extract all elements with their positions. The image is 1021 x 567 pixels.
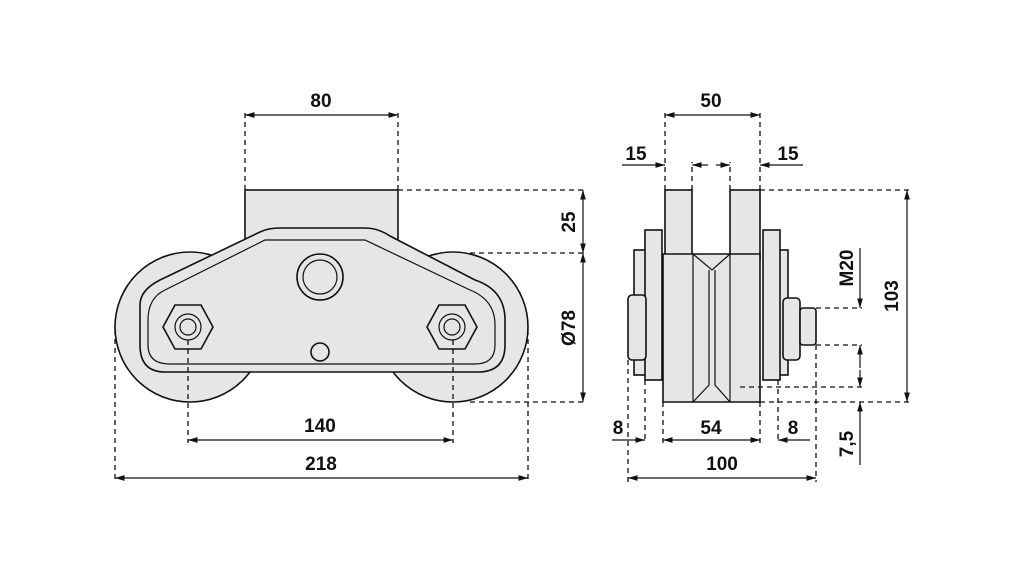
dim-15-left: 15	[625, 144, 647, 165]
dim-diameter: Ø78	[559, 310, 580, 346]
left-nut	[162, 304, 214, 350]
dim-80: 80	[310, 91, 331, 112]
dim-54: 54	[700, 418, 722, 439]
dim-8-right: 8	[788, 418, 799, 439]
right-nut-side	[782, 297, 801, 361]
dim-50: 50	[700, 91, 721, 112]
dim-103: 103	[882, 280, 903, 312]
right-plate	[729, 189, 761, 261]
dim-7-5: 7,5	[837, 430, 858, 457]
side-view: 50 15 15 103 M20 7,5 8 54 8 100	[612, 91, 910, 482]
dim-25: 25	[559, 211, 580, 233]
left-washer	[644, 229, 663, 381]
front-view: 80 25 Ø78 140 218	[114, 91, 586, 482]
left-nut-side	[627, 294, 647, 361]
hub	[296, 253, 344, 301]
dim-15-right: 15	[777, 144, 799, 165]
right-nut	[426, 304, 478, 350]
dim-100: 100	[706, 454, 738, 475]
left-plate	[664, 189, 693, 261]
hole	[310, 342, 330, 362]
dim-m20: M20	[837, 250, 858, 287]
right-washer	[762, 229, 781, 381]
wheel	[662, 253, 761, 403]
dim-140: 140	[304, 416, 336, 437]
dim-218: 218	[305, 454, 337, 475]
bolt-end	[799, 307, 817, 346]
dim-8-left: 8	[613, 418, 624, 439]
